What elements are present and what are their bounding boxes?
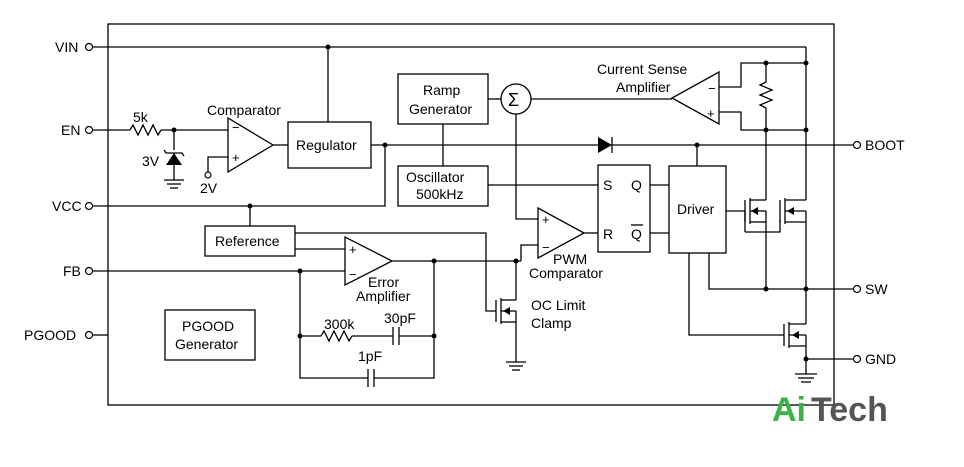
pgood-label-2: Generator bbox=[175, 336, 238, 352]
zener-label: 3V bbox=[142, 153, 160, 169]
low-side-fet bbox=[783, 322, 807, 374]
svg-text:−: − bbox=[708, 81, 716, 96]
svg-text:+: + bbox=[542, 212, 550, 227]
sense-resistor bbox=[758, 81, 774, 109]
enable-comparator bbox=[227, 116, 275, 174]
pin-en: EN bbox=[61, 122, 94, 138]
pin-pgood-label: PGOOD bbox=[24, 327, 76, 343]
ground-symbol-out bbox=[795, 373, 817, 383]
comparator-label: Comparator bbox=[207, 102, 281, 118]
ramp-label-2: Generator bbox=[409, 101, 472, 117]
zener-diode bbox=[163, 130, 185, 189]
pin-vcc: VCC bbox=[52, 198, 94, 214]
svg-text:+: + bbox=[349, 242, 357, 257]
error-amplifier bbox=[344, 235, 394, 287]
pgood-label-1: PGOOD bbox=[182, 318, 234, 334]
pgood-generator-block bbox=[164, 309, 256, 361]
csa-label-2: Amplifier bbox=[616, 79, 671, 95]
resistor-300k bbox=[320, 329, 353, 343]
oc-label-2: Clamp bbox=[531, 315, 572, 331]
pin-boot-label: BOOT bbox=[865, 137, 905, 153]
svg-text:+: + bbox=[707, 106, 715, 121]
oscillator-block bbox=[397, 165, 489, 207]
error-amp-label-1: Error bbox=[368, 274, 399, 290]
regulator-label: Regulator bbox=[296, 137, 357, 153]
svg-text:+: + bbox=[232, 150, 240, 165]
driver-block bbox=[668, 165, 727, 254]
svg-text:Q: Q bbox=[631, 226, 642, 242]
oc-label-1: OC Limit bbox=[531, 297, 586, 313]
regulator-block bbox=[287, 121, 372, 169]
pwm-label-2: Comparator bbox=[529, 265, 603, 281]
pin-fb: FB bbox=[63, 263, 94, 279]
pin-vin-label: VIN bbox=[55, 39, 78, 55]
pin-vin: VIN bbox=[55, 39, 806, 55]
pin-sw-label: SW bbox=[865, 281, 888, 297]
svg-text:S: S bbox=[603, 177, 612, 193]
resistor-300k-label: 300k bbox=[324, 316, 355, 332]
svg-text:Q: Q bbox=[631, 177, 642, 193]
aitech-logo: Ai Tech bbox=[772, 391, 888, 429]
sr-latch bbox=[597, 164, 651, 253]
cap-1pf-label: 1pF bbox=[358, 348, 382, 364]
pwm-comparator bbox=[537, 206, 586, 260]
logo-ai-text: Ai bbox=[772, 391, 806, 429]
logo-tech-text: Tech bbox=[811, 391, 888, 429]
svg-text:R: R bbox=[603, 226, 613, 242]
oscillator-label-1: Oscillator bbox=[406, 169, 465, 185]
driver-label: Driver bbox=[677, 201, 715, 217]
pin-gnd: GND bbox=[852, 351, 896, 367]
reference-label: Reference bbox=[215, 233, 280, 249]
high-side-fet-main bbox=[744, 196, 807, 324]
reference-block bbox=[204, 225, 296, 257]
pin-en-label: EN bbox=[61, 122, 80, 138]
pin-boot: BOOT bbox=[852, 137, 905, 153]
ramp-generator-block bbox=[397, 73, 489, 125]
resistor-5k bbox=[129, 123, 162, 137]
cap-30pf-label: 30pF bbox=[384, 310, 416, 326]
current-sense-amplifier bbox=[670, 70, 720, 126]
resistor-5k-label: 5k bbox=[133, 109, 149, 125]
csa-label-1: Current Sense bbox=[597, 61, 687, 77]
vref-2v-label: 2V bbox=[200, 180, 218, 196]
sigma-symbol: Σ bbox=[508, 90, 519, 110]
pin-sw: SW bbox=[852, 281, 888, 297]
pin-gnd-label: GND bbox=[865, 351, 896, 367]
error-amp-label-2: Amplifier bbox=[356, 288, 411, 304]
pin-pgood: PGOOD bbox=[24, 327, 108, 343]
oscillator-label-2: 500kHz bbox=[416, 186, 463, 202]
svg-text:−: − bbox=[542, 240, 550, 255]
pin-vcc-label: VCC bbox=[52, 198, 82, 214]
pwm-label-1: PWM bbox=[553, 251, 587, 267]
svg-text:−: − bbox=[349, 267, 357, 282]
pin-fb-label: FB bbox=[63, 263, 81, 279]
ramp-label-1: Ramp bbox=[423, 82, 461, 98]
svg-text:−: − bbox=[232, 120, 240, 135]
oc-limit-clamp-fet bbox=[495, 261, 526, 371]
